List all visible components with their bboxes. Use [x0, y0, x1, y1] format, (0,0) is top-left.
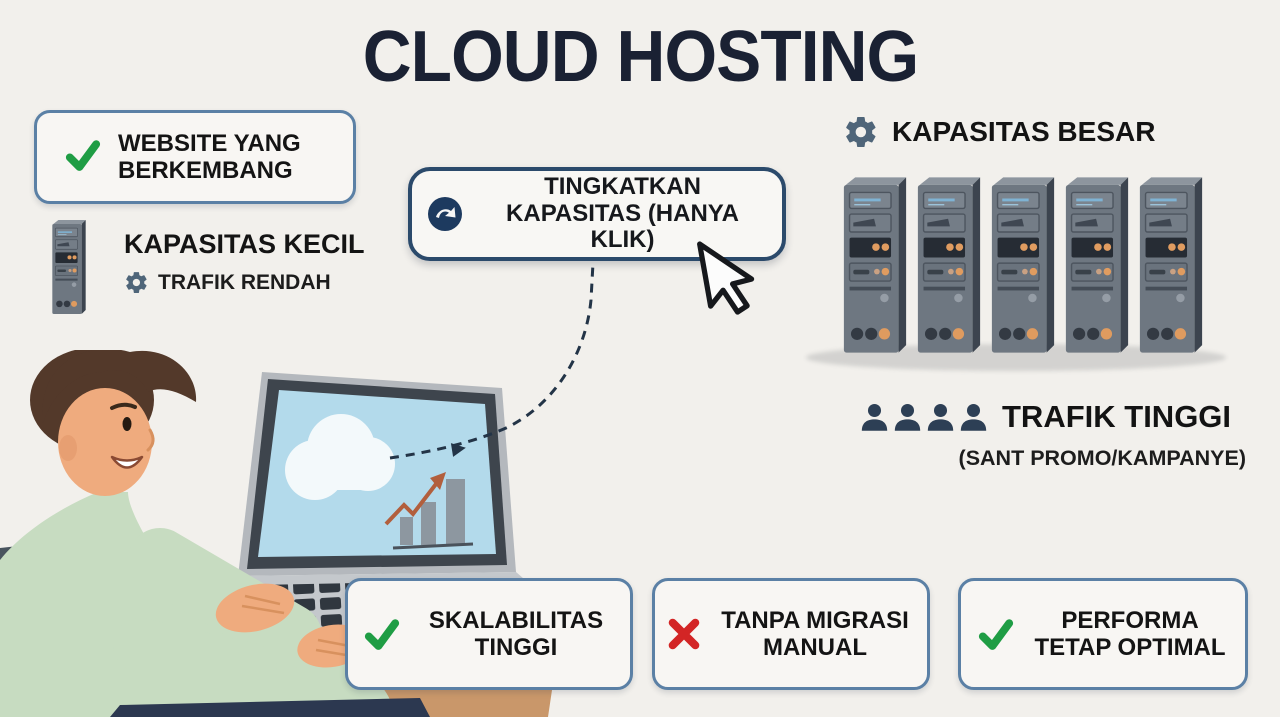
benefit-label: PERFORMA TETAP OPTIMAL — [1034, 606, 1226, 661]
high-traffic-row: TRAFIK TINGGI — [860, 399, 1231, 435]
high-traffic-subtitle: (SANT PROMO/KAMPANYE) — [958, 446, 1246, 470]
ear — [59, 435, 77, 461]
check-icon — [62, 137, 104, 178]
man — [0, 350, 430, 717]
eye — [122, 417, 132, 431]
check-icon — [976, 616, 1016, 652]
server-tower-icon — [1064, 175, 1130, 355]
single-server-icon — [28, 219, 110, 320]
smile — [110, 455, 144, 469]
server-tower-icon — [842, 175, 908, 355]
server-rack — [842, 174, 1204, 356]
benefit-box: TANPA MIGRASI MANUAL — [652, 578, 930, 690]
benefit-label: TANPA MIGRASI MANUAL — [721, 606, 909, 661]
server-tower-icon — [916, 175, 982, 355]
big-capacity-row: KAPASITAS BESAR — [843, 114, 1155, 150]
big-capacity-label: KAPASITAS BESAR — [892, 116, 1156, 147]
growth-chart — [384, 472, 474, 550]
server-tower-icon — [1138, 175, 1204, 355]
low-traffic-row: TRAFIK RENDAH — [124, 270, 331, 295]
mouse-cursor-icon — [693, 231, 771, 330]
benefit-box: SKALABILITAS TINGGI — [345, 578, 633, 690]
cloud-icon — [285, 414, 395, 500]
hair-front — [42, 350, 197, 424]
growth-website-box: WEBSITE YANG BERKEMBANG — [34, 110, 356, 204]
users-icon — [860, 403, 988, 432]
benefit-label: SKALABILITAS TINGGI — [428, 606, 604, 661]
upgrade-capacity-button[interactable]: TINGKATKAN KAPASITAS (HANYA KLIK) — [408, 167, 786, 261]
check-icon — [362, 616, 402, 652]
gear-icon — [124, 270, 149, 295]
upgrade-capacity-label: TINGKATKAN KAPASITAS (HANYA KLIK) — [506, 172, 739, 254]
benefits-row: SKALABILITAS TINGGI TANPA MIGRASI MANUAL… — [0, 578, 1280, 690]
high-traffic-label: TRAFIK TINGGI — [1002, 399, 1232, 434]
upgrade-icon — [426, 195, 464, 233]
low-traffic-label: TRAFIK RENDAH — [158, 270, 331, 294]
benefit-box: PERFORMA TETAP OPTIMAL — [958, 578, 1248, 690]
cross-icon — [667, 617, 701, 651]
face — [58, 388, 152, 496]
page-title: CLOUD HOSTING — [362, 17, 918, 97]
growth-website-label: WEBSITE YANG BERKEMBANG — [118, 129, 301, 184]
gear-icon — [843, 114, 879, 150]
small-capacity-label: KAPASITAS KECIL — [124, 229, 365, 259]
server-tower-icon — [990, 175, 1056, 355]
